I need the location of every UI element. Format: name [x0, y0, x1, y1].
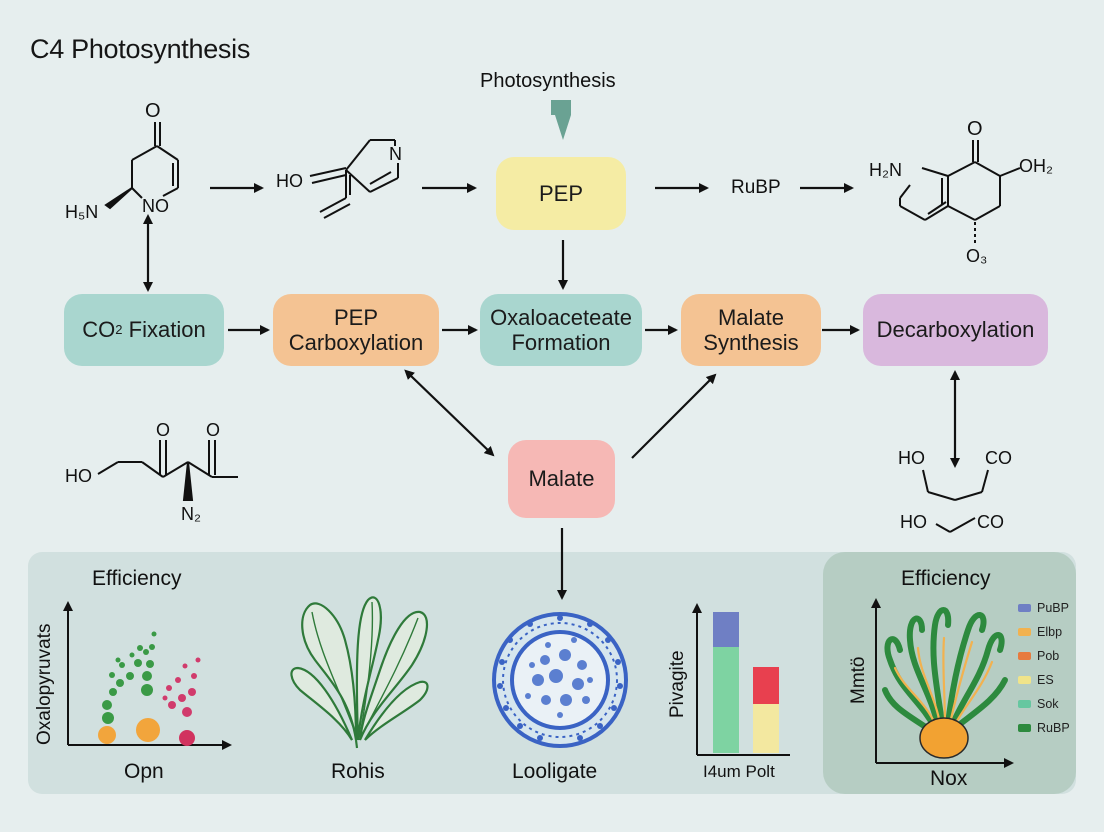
cell-label: Looligate	[512, 760, 598, 783]
arrow-pepcarb-malate	[404, 369, 495, 457]
m5-co1-label: CO	[985, 448, 1012, 468]
legend-label: Sok	[1037, 697, 1059, 711]
molecule-5	[922, 469, 989, 533]
m5-ho1-label: HO	[898, 448, 925, 468]
m3-oh2-label: OH₂	[1019, 156, 1053, 176]
node-decarboxylation: Decarboxylation	[863, 294, 1048, 366]
node-oxaloacetate-formation: Oxaloaceteate Formation	[480, 294, 642, 366]
plant-illustration	[290, 596, 429, 749]
co2-text: CO	[82, 317, 116, 343]
legend-label: RuBP	[1037, 721, 1070, 735]
left-chart-ylabel: Oxalopyruvats	[34, 623, 55, 745]
legend-item: Elbp	[1018, 625, 1062, 639]
m3-h2n-label: H₂N	[869, 160, 902, 180]
left-scatter-chart	[63, 601, 232, 750]
legend-swatch	[1018, 700, 1031, 708]
legend-label: Elbp	[1037, 625, 1063, 639]
pep-carboxylation-line1: PEP	[333, 304, 379, 330]
legend-item: ES	[1018, 673, 1054, 687]
right-chart-title: Efficiency	[901, 567, 991, 590]
legend-item: Sok	[1018, 697, 1059, 711]
m3-o-label: O	[967, 118, 983, 140]
m4-ho-label: HO	[65, 466, 92, 486]
arrow-malate-malsyn	[631, 373, 717, 459]
page-title: C4 Photosynthesis	[30, 34, 251, 64]
stacked-bar-chart	[692, 603, 790, 756]
molecule-1	[104, 122, 179, 210]
oxaloacetate-line1: Oxaloaceteate	[490, 304, 632, 330]
molecule-2	[309, 139, 399, 219]
legend-label: Pob	[1037, 649, 1060, 663]
legend-label: PuBP	[1037, 601, 1069, 615]
legend-item: RuBP	[1018, 721, 1070, 735]
m1-o-label: O	[145, 100, 161, 122]
right-chart	[871, 598, 1014, 768]
legend-item: Pob	[1018, 649, 1059, 663]
left-chart-xlabel: Opn	[124, 760, 164, 783]
malate-synthesis-line1: Malate	[717, 304, 785, 330]
node-rubp: RuBP	[731, 177, 781, 198]
plant-label: Rohis	[331, 760, 385, 783]
pep-carboxylation-line2: Carboxylation	[288, 330, 424, 355]
co2-subscript: 2	[115, 321, 123, 337]
m4-n2-label: N₂	[181, 504, 201, 524]
molecule-3	[899, 140, 1021, 245]
legend-swatch	[1018, 724, 1031, 732]
bar-chart-ylabel: Pivagite	[667, 650, 688, 718]
node-pep: PEP	[496, 157, 626, 230]
legend-swatch	[1018, 628, 1031, 636]
malate-synthesis-line2: Synthesis	[703, 330, 799, 355]
m3-o3-label: O₃	[966, 246, 988, 266]
m5-co2-label: CO	[977, 512, 1004, 532]
legend-item: PuBP	[1018, 601, 1069, 615]
node-pep-carboxylation: PEP Carboxylation	[273, 294, 439, 366]
m1-no-label: NO	[142, 196, 169, 216]
molecule-4	[97, 440, 238, 501]
node-malate-synthesis: Malate Synthesis	[681, 294, 821, 366]
top-label-photosynthesis: Photosynthesis	[480, 70, 616, 92]
legend-label: ES	[1037, 673, 1054, 687]
right-chart-ylabel: Mmtö	[848, 656, 869, 705]
m1-h5n-label: H₅N	[65, 202, 99, 222]
cell-illustration	[492, 612, 628, 748]
down-indicator-icon	[551, 100, 571, 140]
m2-ho-label: HO	[276, 171, 303, 191]
m5-ho2-label: HO	[900, 512, 927, 532]
m4-o2-label: O	[206, 420, 221, 440]
oxaloacetate-line2: Formation	[511, 330, 611, 355]
left-chart-title: Efficiency	[92, 567, 182, 590]
fixation-text: Fixation	[122, 317, 206, 343]
legend-swatch	[1018, 676, 1031, 684]
legend-swatch	[1018, 604, 1031, 612]
node-malate: Malate	[508, 440, 615, 518]
m4-o1-label: O	[156, 420, 171, 440]
legend-swatch	[1018, 652, 1031, 660]
bar-chart-xlabel: I4um Polt	[703, 762, 775, 781]
m2-n-label: N	[389, 144, 402, 164]
right-chart-xlabel: Nox	[930, 767, 968, 790]
